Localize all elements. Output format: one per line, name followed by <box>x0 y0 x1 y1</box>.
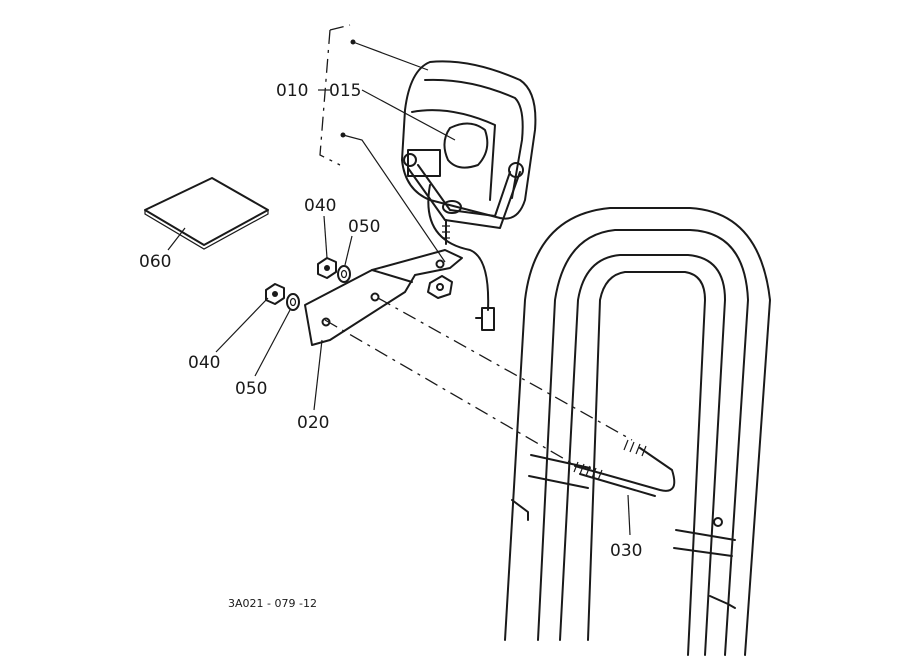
label-040-upper: 040 <box>304 196 336 216</box>
washer-050a <box>337 265 351 283</box>
label-040-lower: 040 <box>188 353 220 373</box>
washer-050b <box>286 293 300 311</box>
nut-040b <box>265 283 285 305</box>
label-050-upper: 050 <box>348 217 380 237</box>
label-030: 030 <box>610 541 642 561</box>
label-010: 010 <box>276 81 308 101</box>
diagram-code: 3A021 - 079 -12 <box>228 597 317 610</box>
leader-lines <box>167 39 631 536</box>
label-020: 020 <box>297 413 329 433</box>
label-015: 015 <box>329 81 361 101</box>
bracket <box>304 249 463 346</box>
label-060: 060 <box>139 252 171 272</box>
u-bolt <box>573 439 676 497</box>
alignment-lines <box>319 24 633 469</box>
booklet <box>144 177 269 250</box>
part-labels: 010 015 040 050 060 040 050 020 030 <box>139 81 642 561</box>
nut-040a <box>317 257 337 279</box>
label-050-lower: 050 <box>235 379 267 399</box>
rops-frame <box>504 207 771 656</box>
work-light <box>401 60 537 331</box>
